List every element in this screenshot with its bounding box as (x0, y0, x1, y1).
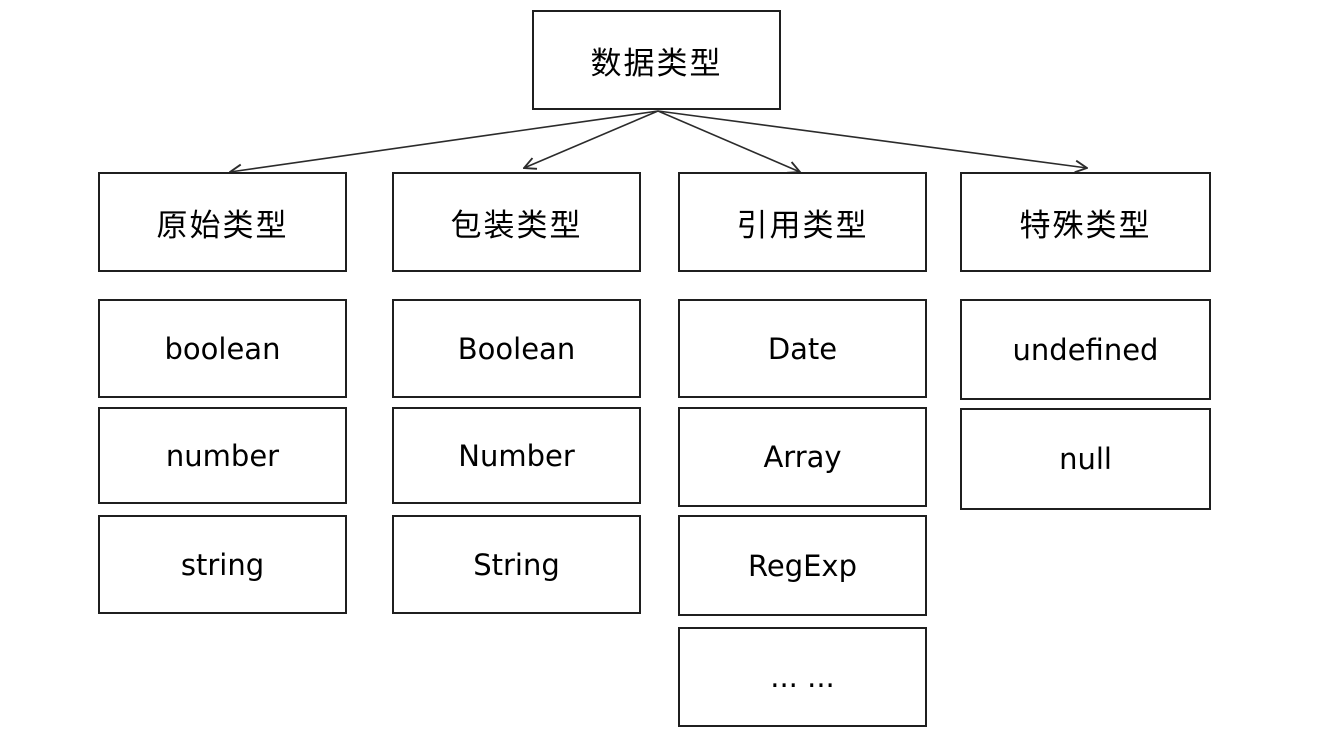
type-label: Date (767, 331, 838, 366)
type-box-boolean: boolean (98, 299, 347, 398)
type-box-number: number (98, 407, 347, 504)
category-label: 特殊类型 (1019, 207, 1152, 244)
arrow-to-reference (657, 110, 800, 172)
type-label: boolean (164, 331, 281, 366)
type-box-String: String (392, 515, 641, 614)
root-box: 数据类型 (532, 10, 781, 110)
type-box-null: null (960, 408, 1211, 510)
category-box-primitive: 原始类型 (98, 172, 347, 272)
root-label: 数据类型 (590, 45, 723, 82)
category-label: 原始类型 (156, 207, 289, 244)
type-box-RegExp: RegExp (678, 515, 927, 616)
category-box-special: 特殊类型 (960, 172, 1211, 272)
type-label: undefined (1012, 332, 1159, 367)
type-box-Date: Date (678, 299, 927, 398)
type-box-string: string (98, 515, 347, 614)
category-label: 引用类型 (736, 207, 869, 244)
arrow-to-primitive (230, 110, 659, 172)
type-box-undefined: undefined (960, 299, 1211, 400)
type-box-Array: Array (678, 407, 927, 507)
type-label: ... ... (770, 660, 835, 694)
type-box-Boolean: Boolean (392, 299, 641, 398)
type-label: string (180, 547, 265, 582)
type-label: null (1059, 442, 1112, 476)
arrow-to-wrapper (524, 110, 659, 168)
type-label: String (473, 547, 560, 582)
type-box-ellipsis: ... ... (678, 627, 927, 727)
arrow-to-special (657, 110, 1087, 168)
type-label: Array (763, 440, 842, 474)
category-label: 包装类型 (450, 207, 583, 244)
type-label: Number (458, 438, 575, 473)
type-box-Number: Number (392, 407, 641, 504)
category-box-reference: 引用类型 (678, 172, 927, 272)
type-label: number (165, 438, 280, 473)
type-label: RegExp (748, 548, 857, 583)
category-box-wrapper: 包装类型 (392, 172, 641, 272)
type-label: Boolean (457, 331, 576, 366)
